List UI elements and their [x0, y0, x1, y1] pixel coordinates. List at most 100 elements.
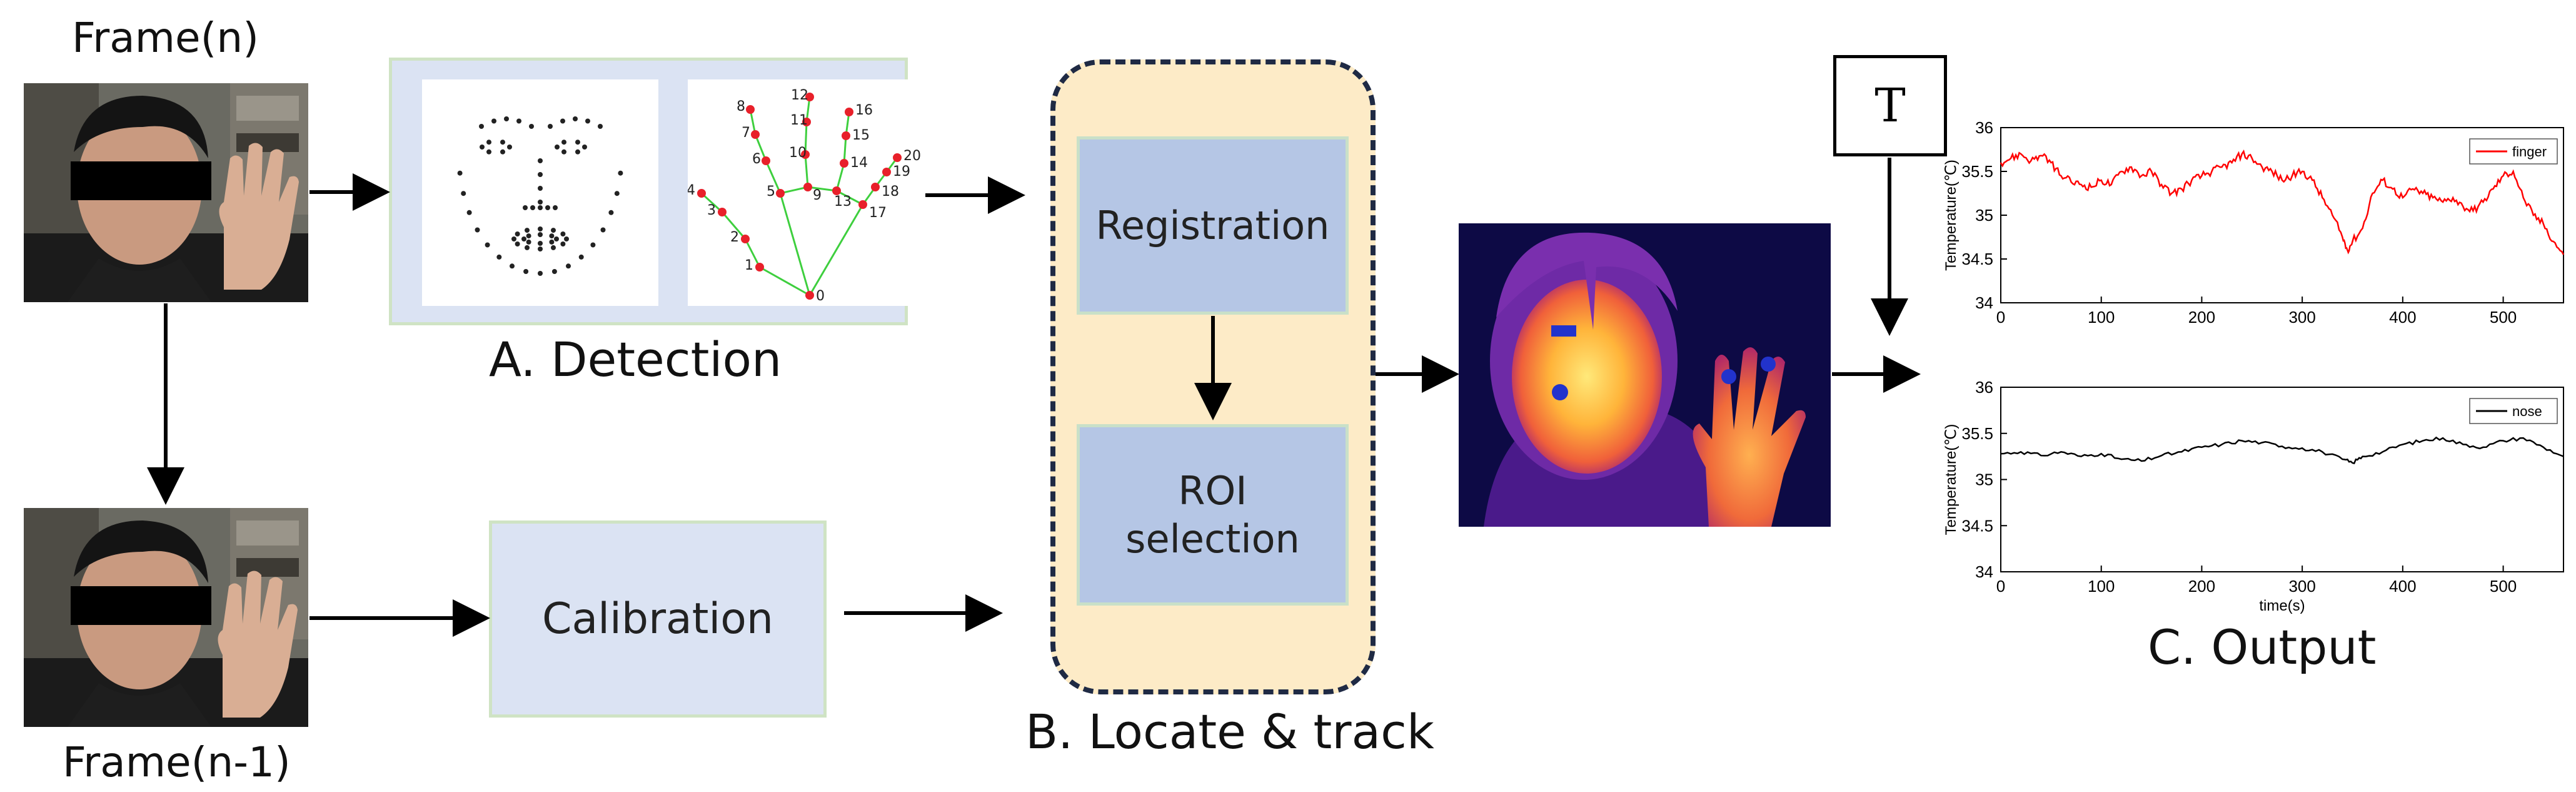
- hand-bone: [744, 238, 761, 268]
- hand-bone: [843, 135, 847, 164]
- face-landmark-dot: [486, 140, 491, 145]
- hand-landmark-label: 17: [869, 205, 887, 221]
- hand-landmark-label: 15: [852, 128, 870, 143]
- face-landmark-dot: [479, 124, 484, 129]
- face-landmark-dot: [553, 205, 558, 210]
- hand-landmark-point: [741, 235, 750, 243]
- face-landmark-dot: [551, 269, 557, 274]
- x-tick-label: 200: [2188, 577, 2215, 596]
- face-landmark-dot: [529, 124, 534, 129]
- face-landmark-dot: [510, 263, 515, 269]
- face-landmark-dot: [485, 242, 490, 248]
- hand-bone: [808, 204, 864, 296]
- face-landmark-dot: [538, 241, 543, 246]
- x-tick-label: 500: [2490, 308, 2517, 325]
- hand-landmark-point: [801, 150, 810, 159]
- hand-landmark-label: 4: [688, 183, 695, 198]
- x-tick-label: 100: [2088, 577, 2115, 596]
- face-landmark-dot: [575, 140, 580, 145]
- face-landmark-dot: [561, 140, 566, 145]
- face-landmark-dot: [564, 236, 569, 241]
- face-landmark-dot: [560, 241, 566, 246]
- hand-bone: [721, 211, 747, 240]
- hand-landmark-label: 19: [893, 164, 910, 180]
- face-landmark-dot: [614, 191, 620, 196]
- face-landmark-dot: [555, 145, 560, 150]
- hand-landmark-point: [718, 208, 727, 216]
- hand-landmark-point: [803, 183, 812, 191]
- calibration-box: Calibration: [489, 520, 827, 718]
- frame-n-1-photo: [24, 508, 308, 727]
- face-landmark-dot: [548, 124, 553, 129]
- hand-landmark-label: 13: [834, 194, 852, 210]
- hand-landmark-label: 20: [903, 148, 921, 164]
- face-landmark-dot: [578, 254, 584, 260]
- hand-landmark-label: 14: [850, 155, 868, 171]
- face-landmark-dot: [573, 116, 578, 121]
- hand-landmark-point: [842, 131, 850, 140]
- face-landmark-dot: [538, 205, 543, 210]
- face-landmark-dot: [457, 170, 463, 176]
- hand-bone: [754, 134, 767, 161]
- hand-landmark-point: [805, 93, 814, 101]
- y-tick-label: 35: [1975, 470, 1993, 489]
- hand-landmark-point: [858, 200, 867, 209]
- hand-landmark-label: 6: [752, 151, 761, 167]
- hand-landmark-label: 10: [789, 145, 807, 161]
- hand-landmark-point: [840, 159, 848, 168]
- face-landmark-dot: [608, 210, 614, 215]
- x-tick-label: 400: [2389, 308, 2416, 325]
- y-tick-label: 36: [1975, 378, 1993, 397]
- hand-landmark-point: [802, 118, 811, 126]
- roi-selection-label: ROI selection: [1125, 467, 1300, 562]
- face-landmark-dot: [523, 205, 528, 210]
- hand-bone: [765, 160, 782, 194]
- hand-landmark-point: [776, 189, 785, 198]
- frame-n-1-label: Frame(n-1): [63, 738, 291, 786]
- x-tick-label: 500: [2490, 577, 2517, 596]
- hand-landmark-label: 1: [745, 258, 753, 273]
- thermal-image: [1459, 223, 1831, 527]
- hand-landmark-point: [805, 291, 814, 300]
- face-landmark-dot: [504, 116, 509, 121]
- face-landmark-dot: [461, 191, 466, 196]
- face-landmark-dot: [525, 228, 530, 233]
- y-axis-label: Temperature(℃): [1943, 424, 1960, 536]
- hand-landmark-label: 18: [882, 184, 899, 200]
- face-landmark-dot: [566, 263, 571, 269]
- y-tick-label: 35: [1975, 206, 1993, 225]
- hand-bone: [804, 154, 809, 188]
- hand-landmark-point: [697, 189, 706, 198]
- hand-landmark-label: 0: [816, 288, 825, 304]
- hand-landmark-label: 3: [707, 203, 716, 218]
- y-tick-label: 35.5: [1961, 162, 1993, 181]
- t-label: T: [1874, 79, 1906, 133]
- face-landmarks-panel: [422, 79, 658, 306]
- hand-landmark-point: [882, 168, 891, 176]
- calibration-label: Calibration: [542, 594, 773, 644]
- hand-landmark-point: [746, 105, 755, 114]
- face-landmark-dot: [500, 140, 505, 145]
- series-line-nose: [2000, 436, 2564, 465]
- hand-landmark-label: 5: [767, 184, 775, 200]
- x-tick-label: 300: [2288, 308, 2315, 325]
- face-landmarks-figure: [457, 116, 623, 276]
- face-landmark-dot: [496, 254, 502, 260]
- y-tick-label: 34.5: [1961, 250, 1993, 268]
- y-tick-label: 34.5: [1961, 516, 1993, 535]
- face-landmark-dot: [538, 158, 543, 163]
- face-landmark-dot: [582, 145, 587, 150]
- x-tick-label: 200: [2188, 308, 2215, 325]
- hand-landmark-label: 2: [730, 230, 739, 245]
- face-landmark-dot: [561, 149, 566, 155]
- legend-label-finger: finger: [2512, 144, 2547, 160]
- face-landmark-dot: [575, 149, 580, 155]
- face-landmark-dot: [500, 149, 505, 155]
- x-tick-label: 400: [2389, 577, 2416, 596]
- face-landmark-dot: [511, 236, 516, 241]
- hand-landmark-label: 8: [737, 99, 745, 114]
- hand-bone: [700, 192, 723, 213]
- legend-label-nose: nose: [2512, 404, 2542, 419]
